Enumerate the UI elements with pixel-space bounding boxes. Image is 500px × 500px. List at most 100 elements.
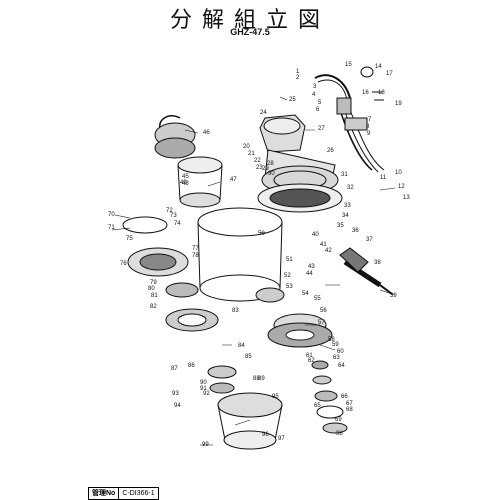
part-number-label: 70	[108, 212, 115, 218]
part-number-label: 12	[398, 184, 405, 190]
part-number-label: 28	[267, 161, 274, 167]
part-number-label: 82	[150, 304, 157, 310]
part-number-label: 74	[174, 221, 181, 227]
part-number-label: 4	[312, 92, 316, 98]
part-number-label: 11	[380, 175, 387, 181]
part-number-label: 23	[256, 165, 263, 171]
part-number-label: 71	[108, 225, 115, 231]
part-number-label: 40	[312, 232, 319, 238]
part-number-label: 14	[375, 64, 382, 70]
management-number-box: 管理No C-DI366-1	[88, 487, 159, 500]
part-number-label: 36	[352, 228, 359, 234]
part-number-label: 20	[243, 144, 250, 150]
model-number: GHZ-47.5	[230, 27, 270, 37]
part-number-label: 33	[344, 203, 351, 209]
part-number-label: 22	[254, 158, 261, 164]
part-number-label: 76	[120, 261, 127, 267]
part-number-label: 57	[318, 320, 325, 326]
part-number-label: 50	[258, 231, 265, 237]
part-number-label: 98	[336, 431, 343, 437]
part-number-label: 45	[182, 174, 189, 180]
part-number-label: 75	[126, 236, 133, 242]
part-number-label: 80	[148, 286, 155, 292]
part-number-label: 7	[368, 117, 372, 123]
part-number-label: 88	[253, 376, 260, 382]
part-number-label: 39	[390, 293, 397, 299]
part-number-label: 32	[347, 185, 354, 191]
part-number-label: 10	[395, 170, 402, 176]
part-number-label: 43	[308, 264, 315, 270]
part-number-label: 64	[338, 363, 345, 369]
part-number-label: 55	[314, 296, 321, 302]
part-number-label: 24	[260, 110, 267, 116]
management-value: C-DI366-1	[122, 490, 155, 497]
part-number-label: 99	[202, 442, 209, 448]
part-number-label: 92	[203, 391, 210, 397]
part-number-label: 47	[230, 177, 237, 183]
part-number-label: 15	[345, 62, 352, 68]
part-number-label: 41	[320, 242, 327, 248]
part-number-label: 58	[328, 337, 335, 343]
part-number-label: 67	[346, 401, 353, 407]
part-number-label: 13	[403, 195, 410, 201]
part-number-label: 51	[286, 257, 293, 263]
part-number-label: 78	[192, 253, 199, 259]
part-number-label: 19	[395, 101, 402, 107]
part-number-label: 18	[378, 90, 385, 96]
part-number-label: 94	[174, 403, 181, 409]
part-number-label: 9	[367, 131, 371, 137]
part-number-label: 77	[192, 246, 199, 252]
part-number-label: 1	[296, 69, 300, 75]
part-number-label: 5	[318, 100, 322, 106]
part-number-label: 87	[171, 366, 178, 372]
part-number-label: 3	[313, 84, 317, 90]
part-number-label: 54	[302, 291, 309, 297]
part-number-label: 27	[318, 126, 325, 132]
part-number-label: 26	[327, 148, 334, 154]
part-number-label: 53	[286, 284, 293, 290]
part-number-label: 60	[337, 349, 344, 355]
part-number-label: 69	[335, 417, 342, 423]
part-number-label: 2	[296, 75, 300, 81]
part-number-label: 95	[272, 394, 279, 400]
part-number-label: 6	[316, 107, 320, 113]
part-number-label: 21	[248, 151, 255, 157]
part-number-label: 46	[203, 130, 210, 136]
part-number-label: 84	[238, 343, 245, 349]
part-number-label: 42	[325, 248, 332, 254]
part-number-label: 29	[262, 166, 269, 172]
part-number-label: 83	[232, 308, 239, 314]
part-number-label: 31	[341, 172, 348, 178]
diagram-title: 分解組立図	[169, 8, 330, 33]
part-number-label: 17	[386, 71, 393, 77]
part-number-label: 35	[337, 223, 344, 229]
part-number-label: 93	[172, 391, 179, 397]
part-number-label: 85	[245, 354, 252, 360]
management-label: 管理No	[89, 488, 120, 499]
part-number-label: 73	[170, 213, 177, 219]
part-number-label: 96	[262, 432, 269, 438]
part-number-label: 34	[342, 213, 349, 219]
part-number-label: 72	[166, 208, 173, 214]
part-number-label: 38	[374, 260, 381, 266]
part-number-label: 49	[180, 180, 187, 186]
part-number-label: 86	[188, 363, 195, 369]
part-number-label: 44	[306, 271, 313, 277]
part-number-label: 8	[366, 124, 370, 130]
part-number-label: 62	[308, 358, 315, 364]
part-number-label: 97	[278, 436, 285, 442]
part-number-label: 37	[366, 237, 373, 243]
part-number-label: 81	[151, 293, 158, 299]
part-number-label: 65	[314, 403, 321, 409]
part-number-label: 52	[284, 273, 291, 279]
part-number-label: 48	[182, 181, 189, 187]
part-number-label: 63	[333, 355, 340, 361]
part-number-label: 16	[362, 90, 369, 96]
part-number-label: 66	[341, 394, 348, 400]
part-number-label: 90	[200, 380, 207, 386]
part-number-label: 25	[289, 97, 296, 103]
part-number-label: 61	[306, 353, 313, 359]
part-number-label: 89	[258, 376, 265, 382]
